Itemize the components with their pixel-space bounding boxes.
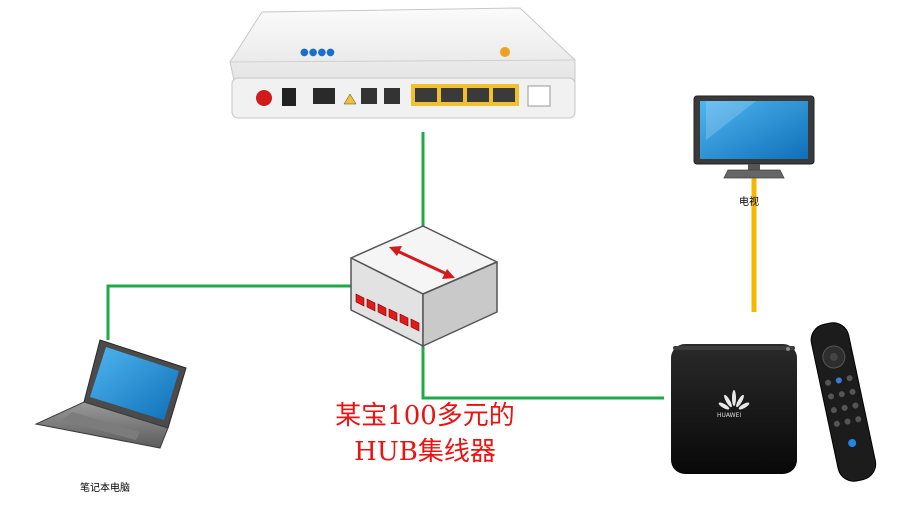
cable-hub-to-settopbox: [421, 320, 664, 400]
huawei-logo-icon: [718, 390, 750, 410]
cable-hub-to-laptop: [106, 284, 423, 340]
laptop-label: 笔记本电脑: [80, 483, 130, 494]
tv-label: 电视: [739, 197, 759, 208]
tv-monitor-icon: [693, 95, 815, 179]
remote-control-icon: [810, 322, 877, 482]
laptop-icon: [34, 339, 187, 449]
network-hub-icon: [350, 225, 498, 347]
hub-ports: [355, 293, 420, 332]
optical-modem-icon: ●●●●: [229, 7, 576, 119]
hub-annotation-line-2: HUB集线器: [354, 437, 496, 467]
set-top-box-brand: HUAWEI: [717, 412, 742, 419]
set-top-box-icon: [671, 344, 797, 474]
hub-annotation-line-1: 某宝100多元的: [335, 401, 515, 431]
svg-text:●●●●: ●●●●: [300, 47, 335, 58]
hub-arrow-icon: [389, 246, 455, 279]
